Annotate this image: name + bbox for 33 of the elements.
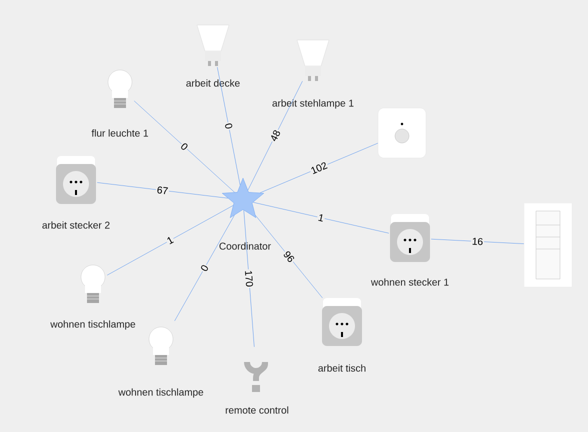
connector-line bbox=[96, 182, 228, 198]
device-label: Coordinator bbox=[219, 242, 271, 250]
device-label: wohnen tischlampe bbox=[118, 388, 204, 398]
device-label: flur leuchte 1 bbox=[92, 129, 148, 137]
edge-label: 0 bbox=[224, 121, 234, 131]
edge-label: 0 bbox=[198, 262, 210, 274]
device-label: arbeit tisch bbox=[318, 364, 366, 372]
edge-label: 96 bbox=[281, 248, 297, 265]
connector-line bbox=[252, 202, 390, 234]
edge-label: 67 bbox=[155, 185, 170, 196]
connector-line bbox=[174, 215, 235, 322]
connector-line bbox=[217, 66, 240, 186]
connector-line bbox=[134, 100, 235, 192]
connector-line bbox=[248, 80, 303, 190]
edge-label: 1 bbox=[316, 212, 326, 223]
edge-label: 102 bbox=[308, 160, 330, 176]
remote-icon bbox=[524, 202, 572, 288]
sensor-icon bbox=[378, 108, 426, 158]
device-label: arbeit decke bbox=[186, 79, 240, 87]
device-label: arbeit stehlampe 1 bbox=[272, 99, 354, 109]
connector-line bbox=[430, 238, 524, 244]
connector-line bbox=[260, 142, 378, 193]
edge-label: 170 bbox=[244, 268, 254, 288]
connector-line bbox=[244, 210, 254, 348]
edge-label: 1 bbox=[164, 234, 176, 246]
connector-line bbox=[106, 205, 234, 276]
edge-label: 0 bbox=[178, 140, 190, 152]
device-label: wohnen tischlampe bbox=[50, 320, 136, 330]
edge-label: 48 bbox=[268, 128, 282, 144]
device-label: remote control bbox=[226, 406, 288, 414]
device-label: wohnen stecker 1 bbox=[370, 278, 449, 286]
device-label: arbeit stecker 2 bbox=[42, 221, 110, 229]
connector-line bbox=[255, 215, 323, 298]
